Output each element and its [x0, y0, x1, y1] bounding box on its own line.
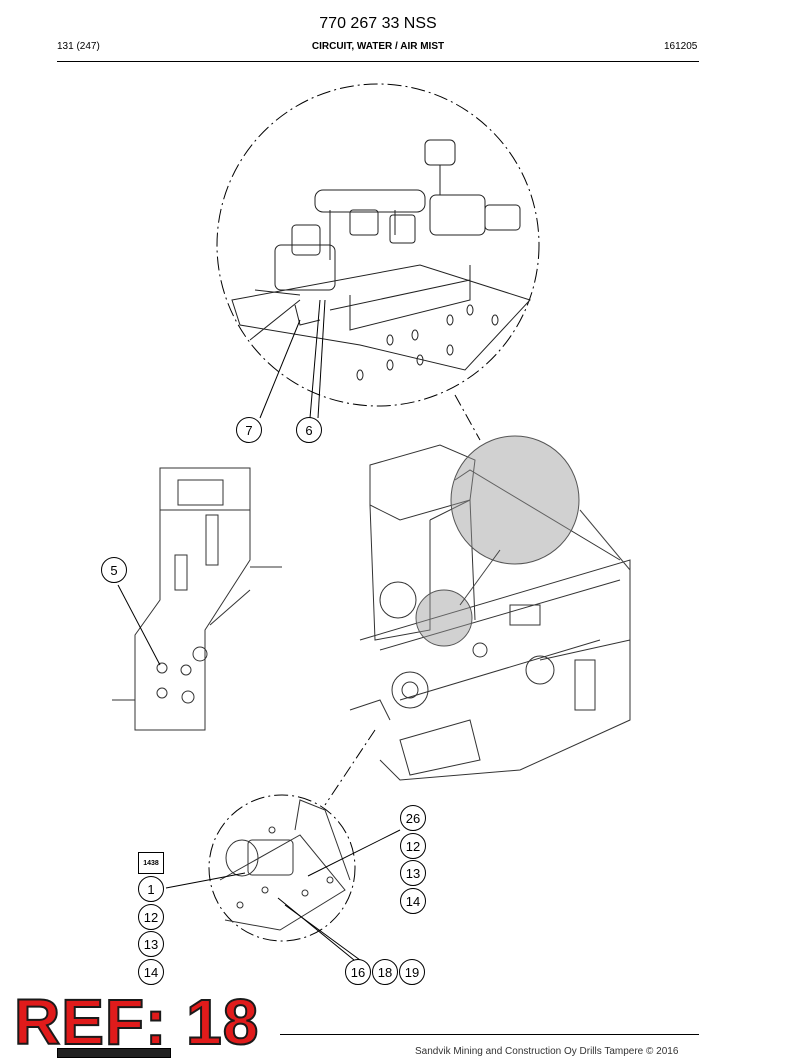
company-logo — [57, 1048, 171, 1058]
date-code: 161205 — [664, 41, 698, 52]
reference-stamp: REF: 18 — [13, 985, 260, 1059]
detail-circle-top — [216, 83, 540, 407]
callout-18: 18 — [372, 959, 398, 985]
leader-7 — [259, 319, 301, 419]
document-number: 770 267 33 NSS — [319, 15, 437, 32]
leader-5 — [117, 584, 161, 666]
callout-12-right: 12 — [400, 833, 426, 859]
callout-13-right: 13 — [400, 860, 426, 886]
callout-1: 1 — [138, 876, 164, 902]
callout-16: 16 — [345, 959, 371, 985]
callout-6: 6 — [296, 417, 322, 443]
main-rig-view — [349, 444, 631, 781]
footer-rule — [280, 1034, 699, 1035]
callout-12-left: 12 — [138, 904, 164, 930]
bottom-detail-assembly — [219, 799, 351, 931]
callout-13-left: 13 — [138, 931, 164, 957]
top-detail-assembly — [231, 139, 531, 381]
leader-1 — [165, 872, 246, 889]
callout-26: 26 — [400, 805, 426, 831]
highlight-circle-upper — [450, 435, 580, 565]
header-rule — [57, 61, 699, 62]
leader-16 — [277, 897, 355, 961]
detail-circle-bottom — [208, 794, 356, 942]
callout-5: 5 — [101, 557, 127, 583]
page-reference: 131 (247) — [57, 41, 100, 52]
leader-6 — [309, 299, 321, 419]
leader-26 — [307, 829, 401, 877]
callout-14-left: 14 — [138, 959, 164, 985]
part-tag-box: 1438 — [138, 852, 164, 874]
callout-7: 7 — [236, 417, 262, 443]
side-view — [112, 467, 282, 731]
section-title: CIRCUIT, WATER / AIR MIST — [311, 41, 445, 52]
callout-14-right: 14 — [400, 888, 426, 914]
highlight-circle-lower — [415, 589, 473, 647]
callout-19: 19 — [399, 959, 425, 985]
footer-copyright: Sandvik Mining and Construction Oy Drill… — [415, 1046, 679, 1057]
